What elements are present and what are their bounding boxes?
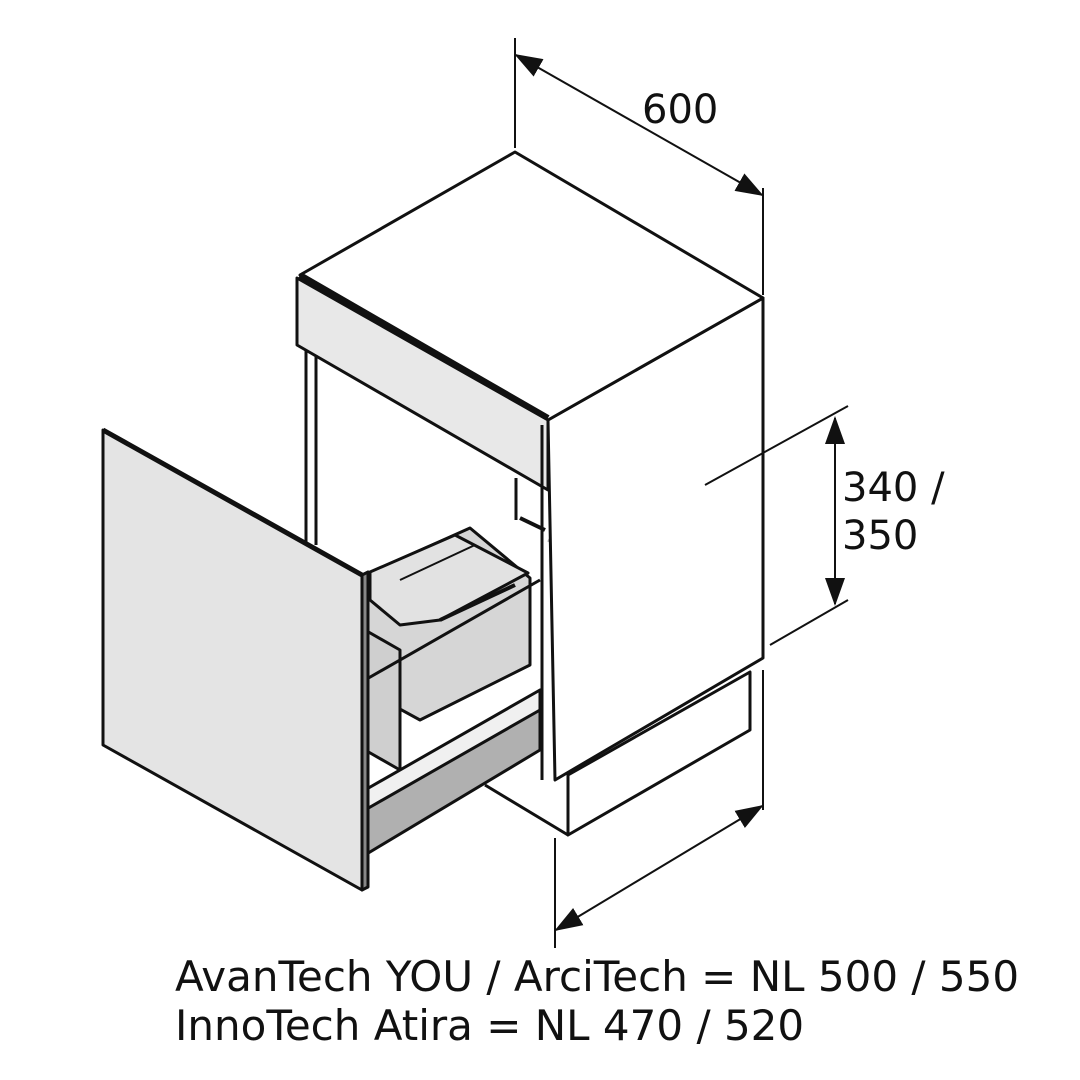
caption-line-2: InnoTech Atira = NL 470 / 520 [175,1001,805,1050]
height-dimension-label-line2: 350 [842,513,919,559]
height-dimension-label-line1: 340 / [842,465,945,511]
dimension-lines [514,38,849,948]
caption-line-1: AvanTech YOU / ArciTech = NL 500 / 550 [175,952,1020,1001]
bin-front [363,628,402,772]
drawer-front [101,428,364,892]
width-dimension-label: 600 [642,87,719,133]
